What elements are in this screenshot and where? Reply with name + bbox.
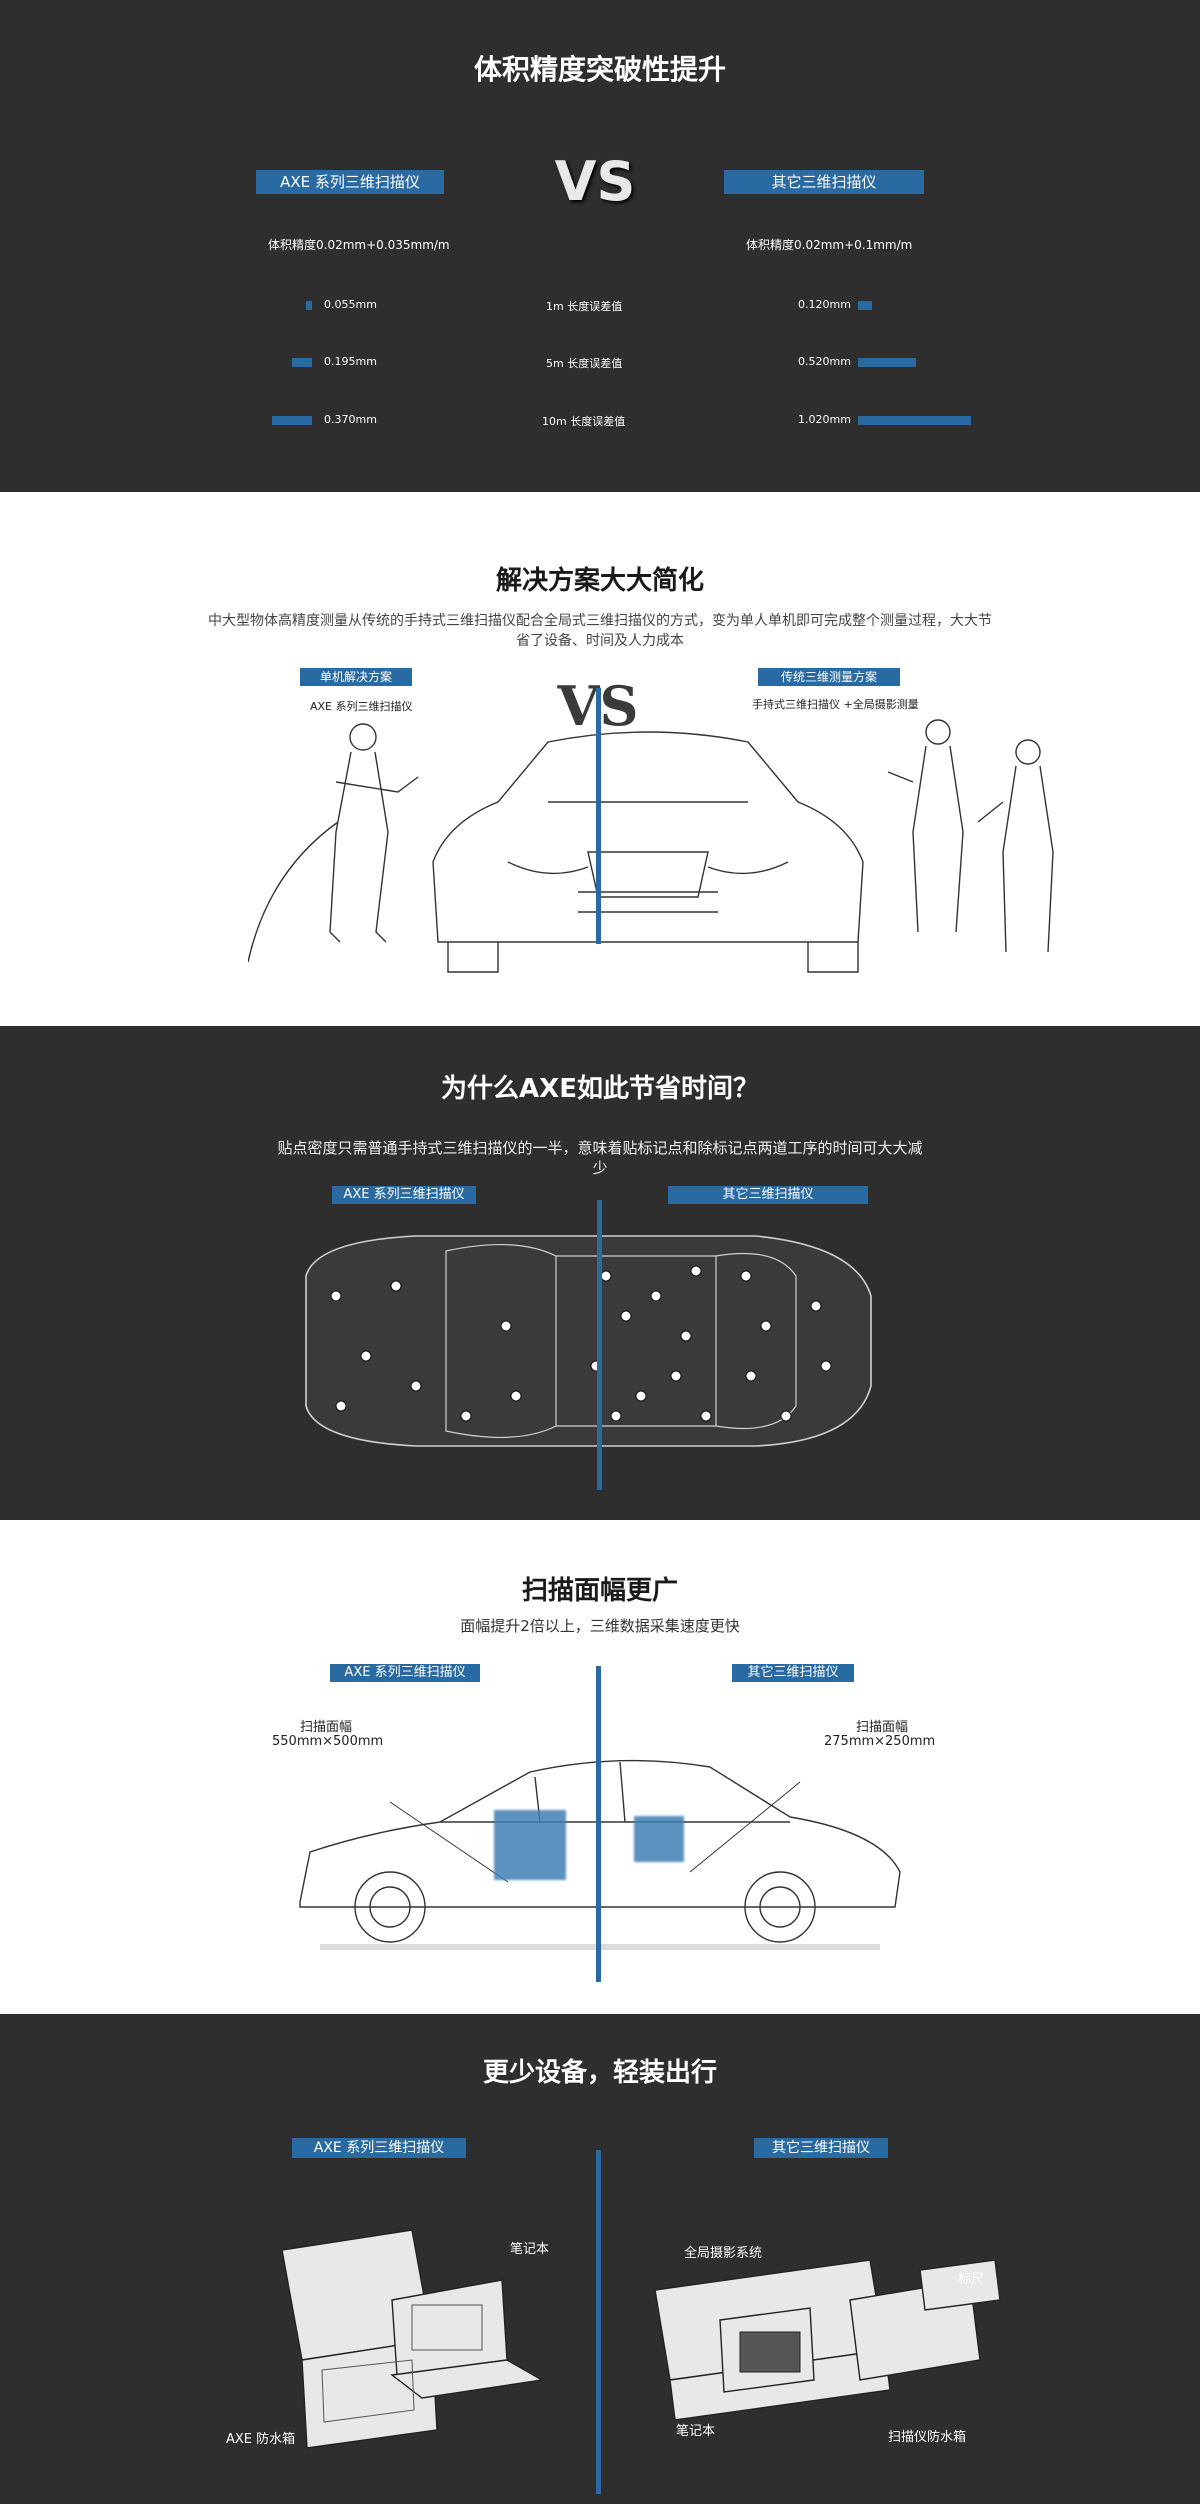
- accuracy-title: 体积精度突破性提升: [473, 53, 726, 86]
- other-area-value: 275mm×250mm: [824, 1734, 936, 1749]
- label-5m: 5m 长度误差值: [546, 357, 623, 370]
- axe-bar-1m: [306, 301, 312, 310]
- axe-case-sketch: [281, 2229, 545, 2449]
- other-case-label: 扫描仪防水箱: [888, 2430, 967, 2445]
- other-equipment-sketch: [654, 2259, 1001, 2421]
- scan-area-title: 扫描面幅更广: [521, 1576, 678, 1606]
- car-front-sketch: [248, 719, 1054, 973]
- axe-bar-10m: [272, 416, 312, 425]
- other-tag: 其它三维扫描仪: [724, 170, 924, 194]
- solution-divider: [596, 688, 601, 944]
- time-divider: [597, 1200, 602, 1490]
- global-system-label: 全局摄影系统: [684, 2246, 763, 2261]
- scan-area-section: 扫描面幅更广 面幅提升2倍以上，三维数据采集速度更快 AXE 系列三维扫描仪 其…: [0, 1520, 1200, 2014]
- equipment-section: 更少设备，轻装出行 AXE 系列三维扫描仪 其它三维扫描仪 笔记本 AXE 防水…: [0, 2014, 1200, 2504]
- axe-value-5m: 0.195mm: [324, 355, 377, 368]
- car-top-sketch: [305, 1235, 872, 1447]
- other-tag-time: 其它三维扫描仪: [668, 1186, 868, 1204]
- solution-subtitle-2: 省了设备、时间及人力成本: [516, 633, 684, 649]
- vs-text: VS: [554, 150, 636, 213]
- time-section: 为什么AXE如此节省时间？ 贴点密度只需普通手持式三维扫描仪的一半，意味着贴标记…: [0, 1026, 1200, 1520]
- axe-scan-patch: [494, 1810, 566, 1880]
- other-value-1m: 0.120mm: [798, 298, 851, 311]
- other-tag-equipment: 其它三维扫描仪: [754, 2138, 888, 2158]
- other-tag-scan: 其它三维扫描仪: [732, 1664, 854, 1682]
- axe-area-value: 550mm×500mm: [272, 1734, 384, 1749]
- other-value-5m: 0.520mm: [798, 355, 851, 368]
- axe-tag-equipment: AXE 系列三维扫描仪: [292, 2138, 466, 2158]
- other-accuracy: 体积精度0.02mm+0.1mm/m: [746, 238, 913, 252]
- traditional-tag: 传统三维测量方案: [758, 668, 900, 686]
- solution-subtitle-1: 中大型物体高精度测量从传统的手持式三维扫描仪配合全局式三维扫描仪的方式，变为单人…: [208, 613, 992, 629]
- axe-tag-time: AXE 系列三维扫描仪: [332, 1186, 476, 1204]
- scale-bar-label: 标尺: [958, 2272, 985, 2287]
- other-bar-5m: [858, 358, 916, 367]
- axe-case-label: AXE 防水箱: [226, 2432, 296, 2447]
- solution-title: 解决方案大大简化: [495, 566, 704, 596]
- label-1m: 1m 长度误差值: [546, 300, 623, 313]
- traditional-caption: 手持式三维扫描仪 +全局摄影测量: [752, 698, 919, 711]
- time-title: 为什么AXE如此节省时间？: [441, 1074, 759, 1104]
- solution-section: 解决方案大大简化 中大型物体高精度测量从传统的手持式三维扫描仪配合全局式三维扫描…: [0, 492, 1200, 1026]
- time-subtitle-1: 贴点密度只需普通手持式三维扫描仪的一半，意味着贴标记点和除标记点两道工序的时间可…: [277, 1139, 923, 1157]
- single-tag: 单机解决方案: [300, 668, 412, 686]
- equipment-title: 更少设备，轻装出行: [482, 2058, 717, 2088]
- other-scan-patch: [634, 1816, 684, 1862]
- axe-bar-5m: [292, 358, 312, 367]
- axe-value-10m: 0.370mm: [324, 413, 377, 426]
- other-laptop-label: 笔记本: [676, 2424, 716, 2439]
- axe-value-1m: 0.055mm: [324, 298, 377, 311]
- scan-area-subtitle: 面幅提升2倍以上，三维数据采集速度更快: [460, 1617, 740, 1635]
- other-value-10m: 1.020mm: [798, 413, 851, 426]
- other-bar-1m: [858, 301, 872, 310]
- equipment-divider: [596, 2150, 601, 2494]
- axe-tag: AXE 系列三维扫描仪: [256, 170, 444, 194]
- label-10m: 10m 长度误差值: [542, 415, 626, 428]
- axe-tag-scan: AXE 系列三维扫描仪: [330, 1664, 480, 1682]
- axe-accuracy: 体积精度0.02mm+0.035mm/m: [268, 238, 450, 252]
- time-subtitle-2: 少: [592, 1159, 608, 1177]
- single-caption: AXE 系列三维扫描仪: [310, 700, 413, 713]
- other-bar-10m: [858, 416, 971, 425]
- other-area-label: 扫描面幅: [856, 1720, 909, 1735]
- accuracy-section: 体积精度突破性提升 AXE 系列三维扫描仪 VS 其它三维扫描仪 体积精度0.0…: [0, 0, 1200, 492]
- axe-laptop-label: 笔记本: [510, 2242, 550, 2257]
- scan-divider: [596, 1666, 601, 1982]
- axe-area-label: 扫描面幅: [300, 1720, 353, 1735]
